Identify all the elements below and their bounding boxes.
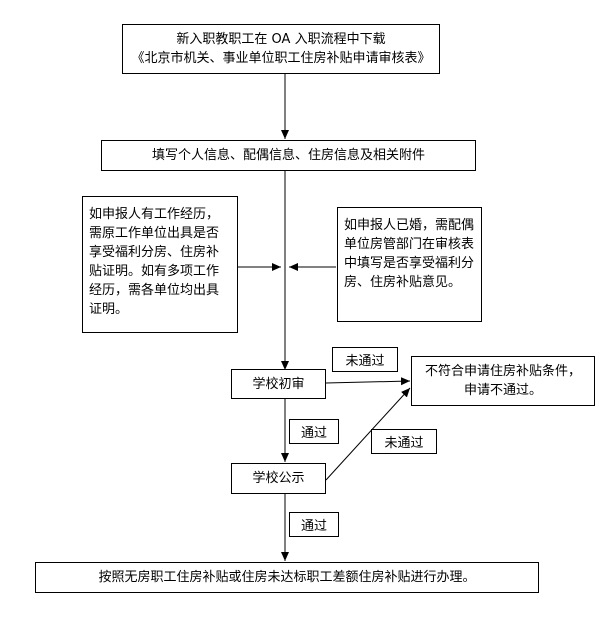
label-pass-1: 通过 bbox=[289, 419, 339, 444]
node-married-note: 如申报人已婚，需配偶单位房管部门在审核表中填写是否享受福利分房、住房补贴意见。 bbox=[337, 207, 482, 322]
node-initial-review-text: 学校初审 bbox=[252, 376, 305, 392]
node-rejected: 不符合申请住房补贴条件， 申请不通过。 bbox=[411, 356, 595, 406]
node-work-history-text: 如申报人有工作经历，需原工作单位出具是否享受福利分房、住房补贴证明。如有多项工作… bbox=[89, 207, 220, 317]
node-public-notice: 学校公示 bbox=[231, 463, 326, 494]
node-public-notice-text: 学校公示 bbox=[252, 471, 305, 486]
node-initial-review: 学校初审 bbox=[231, 369, 326, 399]
node-final-text: 按照无房职工住房补贴或住房未达标职工差额住房补贴进行办理。 bbox=[98, 570, 476, 585]
node-final: 按照无房职工住房补贴或住房未达标职工差额住房补贴进行办理。 bbox=[35, 562, 539, 593]
node-download-line2: 《北京市机关、事业单位职工住房补贴申请审核表》 bbox=[131, 51, 431, 66]
node-work-history-note: 如申报人有工作经历，需原工作单位出具是否享受福利分房、住房补贴证明。如有多项工作… bbox=[82, 196, 238, 333]
arrow-review-to-rejected bbox=[325, 377, 411, 386]
node-married-text: 如申报人已婚，需配偶单位房管部门在审核表中填写是否享受福利分房、住房补贴意见。 bbox=[344, 218, 475, 290]
node-fill-info: 填写个人信息、配偶信息、住房信息及相关附件 bbox=[101, 140, 476, 171]
label-fail-2-text: 未通过 bbox=[384, 436, 424, 451]
label-pass-2: 通过 bbox=[289, 512, 339, 537]
node-rejected-line1: 不符合申请住房补贴条件， bbox=[424, 364, 581, 379]
arrow-notice-to-rejected bbox=[325, 387, 411, 481]
node-rejected-line2: 申请不通过。 bbox=[463, 383, 542, 398]
node-download-line1: 新入职教职工在 OA 入职流程中下载 bbox=[176, 32, 386, 47]
label-fail-1-text: 未通过 bbox=[345, 354, 385, 369]
label-pass-2-text: 通过 bbox=[300, 519, 327, 534]
label-fail-1: 未通过 bbox=[332, 347, 398, 372]
node-fill-info-text: 填写个人信息、配偶信息、住房信息及相关附件 bbox=[151, 148, 425, 163]
label-fail-2: 未通过 bbox=[371, 429, 437, 454]
node-download-form: 新入职教职工在 OA 入职流程中下载 《北京市机关、事业单位职工住房补贴申请审核… bbox=[122, 24, 440, 74]
label-pass-1-text: 通过 bbox=[300, 426, 327, 441]
